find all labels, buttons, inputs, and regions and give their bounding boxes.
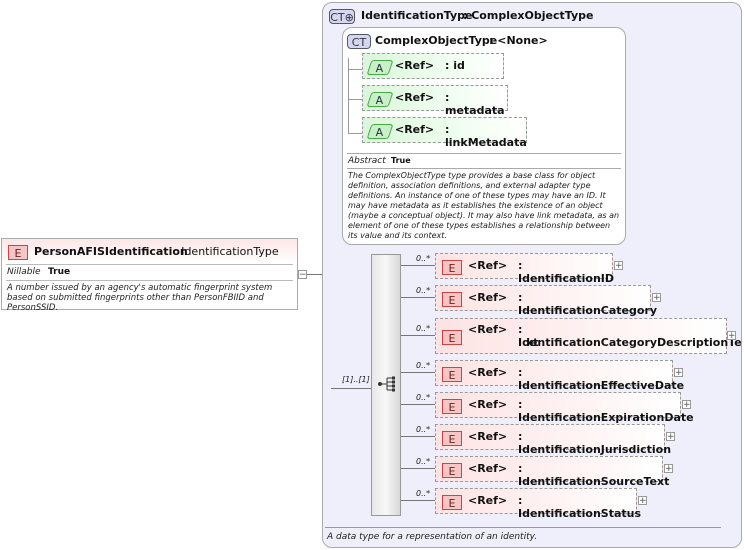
collapse-button[interactable]: − [298, 270, 307, 280]
element-icon: E [442, 431, 462, 446]
element-name: : IdentificationExpirationDate [518, 398, 694, 424]
expand-button[interactable]: + [682, 400, 691, 410]
expand-button[interactable]: + [727, 331, 736, 341]
element-identification-id[interactable]: E <Ref> : IdentificationID [435, 253, 614, 285]
person-element-type: : IdentificationType [174, 245, 279, 258]
attribute-name: : id [445, 59, 465, 72]
element-icon: E [442, 260, 462, 275]
element-ref: <Ref> [468, 430, 508, 443]
sequence-icon [378, 376, 395, 392]
complex-object-type-base: : <None> [489, 34, 548, 47]
complex-type-icon: CT [347, 34, 371, 49]
expand-button[interactable]: + [614, 261, 623, 271]
element-name: : IdentificationEffectiveDate [518, 366, 685, 392]
expand-button[interactable]: + [666, 432, 675, 442]
element-name: : IdentificationStatus [518, 494, 642, 520]
element-icon: E [442, 292, 462, 307]
element-icon: E [442, 463, 462, 478]
element-identification-category[interactable]: E <Ref> : IdentificationCategory [435, 285, 657, 317]
element-icon: E [442, 367, 462, 382]
attribute-icon: A [366, 124, 394, 139]
element-icon: E [442, 495, 462, 510]
identification-type-description: A data type for a representation of an i… [327, 532, 538, 542]
element-ref: <Ref> [468, 323, 508, 336]
occurrence-label: 0..* [416, 361, 431, 370]
expand-button[interactable]: + [638, 496, 647, 506]
complex-object-type-name: ComplexObjectType [375, 34, 498, 47]
element-ref: <Ref> [468, 291, 508, 304]
element-name-continued: xt [526, 336, 539, 349]
expand-button[interactable]: + [652, 293, 661, 303]
abstract-value: True [391, 156, 411, 165]
element-name: : IdentificationCategoryDescriptionTe [518, 323, 742, 349]
occurrence-label: 0..* [416, 489, 431, 498]
expand-button[interactable]: + [664, 464, 673, 474]
person-description: A number issued by an agency's automatic… [7, 283, 273, 313]
element-identification-jurisdiction[interactable]: E <Ref> : IdentificationJurisdiction [435, 424, 671, 456]
attribute-linkmetadata[interactable]: A <Ref> : linkMetadata [362, 117, 527, 149]
element-identification-category-description-text[interactable]: E <Ref> : IdentificationCategoryDescript… [435, 318, 742, 354]
element-icon: E [442, 399, 462, 414]
person-element-box[interactable]: E PersonAFISIdentification : Identificat… [1, 238, 298, 313]
abstract-label: Abstract [348, 156, 386, 166]
occurrence-label: 0..* [416, 425, 431, 434]
element-identification-effective-date[interactable]: E <Ref> : IdentificationEffectiveDate [435, 360, 684, 392]
identification-type-base: : ComplexObjectType [463, 9, 594, 22]
occurrence-label: 0..* [416, 457, 431, 466]
element-ref: <Ref> [468, 494, 508, 507]
element-ref: <Ref> [468, 259, 508, 272]
element-identification-source-text[interactable]: E <Ref> : IdentificationSourceText [435, 456, 669, 488]
complex-object-type-description: The ComplexObjectType type provides a ba… [348, 171, 620, 240]
occurrence-label: 0..* [416, 254, 431, 263]
sequence-occurrence: [1]..[1] [342, 375, 370, 384]
attribute-icon: A [366, 92, 394, 107]
attribute-ref: <Ref> [395, 59, 435, 72]
element-name: : IdentificationID [518, 259, 615, 285]
attribute-metadata[interactable]: A <Ref> : metadata [362, 85, 508, 117]
nillable-value: True [48, 267, 71, 277]
occurrence-label: 0..* [416, 324, 431, 333]
complex-type-icon: CT⊕ [329, 9, 355, 24]
occurrence-label: 0..* [416, 393, 431, 402]
element-icon: E [442, 330, 462, 345]
element-name: : IdentificationCategory [518, 291, 658, 317]
person-element-name: PersonAFISIdentification [34, 245, 188, 258]
element-ref: <Ref> [468, 366, 508, 379]
attribute-name: : linkMetadata [445, 123, 527, 149]
nillable-label: Nillable [7, 267, 41, 277]
attribute-ref: <Ref> [395, 91, 435, 104]
element-icon: E [8, 245, 28, 260]
expand-button[interactable]: + [674, 368, 683, 378]
sequence-compositor[interactable] [371, 254, 401, 516]
element-name: : IdentificationSourceText [518, 462, 670, 488]
element-ref: <Ref> [468, 462, 508, 475]
attribute-ref: <Ref> [395, 123, 435, 136]
element-identification-expiration-date[interactable]: E <Ref> : IdentificationExpirationDate [435, 392, 694, 424]
identification-type-name: IdentificationType [361, 9, 473, 22]
attribute-id[interactable]: A <Ref> : id [362, 53, 504, 79]
occurrence-label: 0..* [416, 286, 431, 295]
element-name: : IdentificationJurisdiction [518, 430, 672, 456]
attribute-name: : metadata [445, 91, 505, 117]
attribute-icon: A [366, 60, 394, 75]
element-identification-status[interactable]: E <Ref> : IdentificationStatus [435, 488, 641, 520]
element-ref: <Ref> [468, 398, 508, 411]
